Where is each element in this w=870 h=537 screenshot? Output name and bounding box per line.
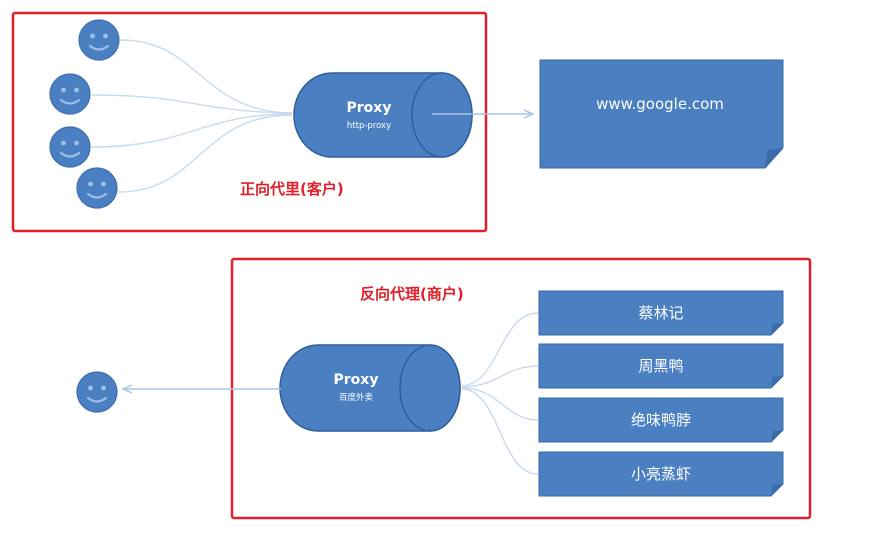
forward-frame (11, 11, 488, 233)
target-site-label: www.google.com (596, 95, 724, 113)
target-document: www.google.com (539, 59, 784, 169)
forward-section-label: 正向代里(客户) (240, 180, 344, 198)
reverse-connectors (461, 312, 539, 475)
merchant-label-4: 小亮蒸虾 (631, 465, 691, 483)
merchant-label-1: 蔡林记 (638, 304, 683, 322)
reverse-proxy-title: Proxy (334, 372, 379, 388)
forward-client-smiley-icon-1 (78, 19, 120, 61)
merchant-label-3: 绝味鸭脖 (631, 411, 691, 429)
forward-proxy-subtitle: http-proxy (347, 121, 391, 131)
forward-proxy-cylinder: Proxy http-proxy (293, 72, 473, 158)
reverse-client-smiley-icon (76, 371, 118, 413)
forward-connectors (91, 39, 293, 193)
reverse-section-label: 反向代理(商户) (360, 285, 464, 303)
merchant-document-3: 绝味鸭脖 (538, 397, 784, 443)
merchant-label-2: 周黑鸭 (638, 357, 683, 375)
reverse-proxy-section: 反向代理(商户) Proxy 百度外卖 蔡林记 周黑鸭 (230, 257, 812, 520)
reverse-proxy-cylinder: Proxy 百度外卖 (279, 344, 461, 432)
reverse-proxy-subtitle: 百度外卖 (339, 392, 374, 403)
forward-client-smiley-icon-4 (76, 167, 118, 209)
merchant-document-1: 蔡林记 (538, 290, 784, 336)
forward-client-smiley-icon-2 (49, 73, 91, 115)
forward-proxy-title: Proxy (347, 100, 392, 116)
merchant-document-4: 小亮蒸虾 (538, 451, 784, 497)
merchant-document-2: 周黑鸭 (538, 343, 784, 389)
forward-proxy-section: Proxy http-proxy 正向代里(客户) (11, 11, 488, 233)
forward-client-smiley-icon-3 (49, 126, 91, 168)
